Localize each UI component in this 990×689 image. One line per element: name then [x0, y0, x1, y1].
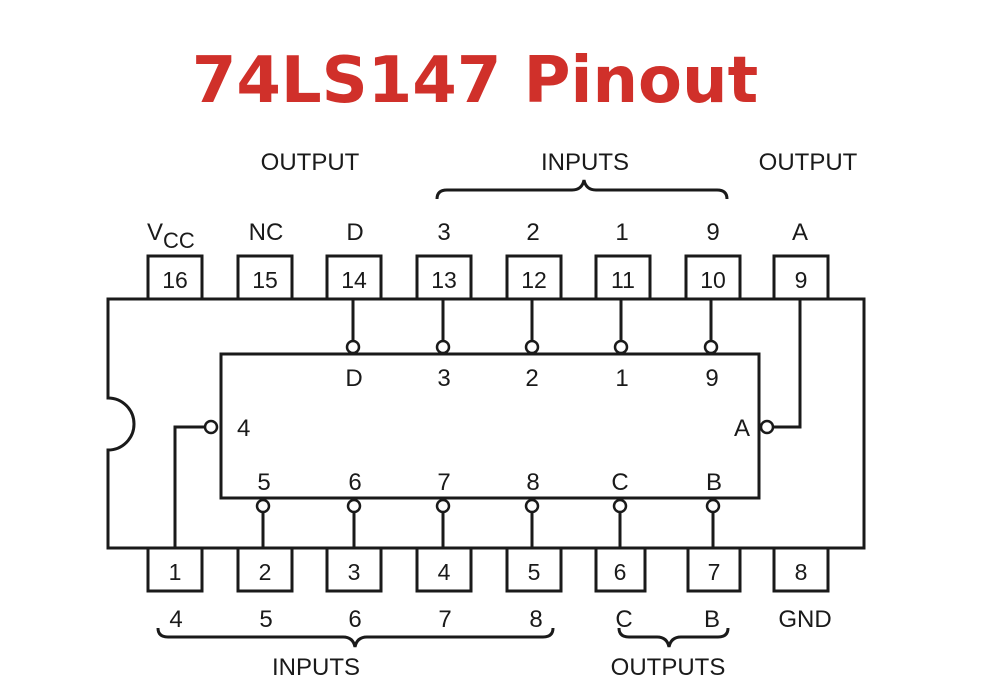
inner-label-6: 6 — [348, 469, 361, 496]
inner-label-b: B — [706, 469, 722, 496]
pin-10: 10 — [684, 254, 742, 301]
bottom-inputs-brace — [156, 627, 555, 648]
pin-1-label: 4 — [169, 606, 182, 633]
pin-1-lead — [173, 425, 204, 548]
bottom-inputs-label: INPUTS — [272, 654, 360, 681]
pin-14: 14 — [325, 254, 383, 301]
pin-12-label: 2 — [526, 219, 539, 246]
pin-8-label: GND — [778, 606, 831, 633]
pin-6: 6 — [594, 546, 647, 593]
pin-13-bubble — [435, 339, 451, 355]
pin-number: 6 — [614, 559, 627, 585]
pin-number: 8 — [795, 559, 808, 585]
pin-number: 14 — [341, 267, 367, 293]
pin-2-bubble — [255, 498, 271, 514]
pin-1: 1 — [146, 546, 204, 593]
pin-11-bubble — [613, 339, 629, 355]
pin-9-lead — [773, 299, 802, 429]
pin-number: 7 — [708, 559, 721, 585]
pin-9: 9 — [772, 254, 830, 301]
pin-7-label: B — [704, 606, 720, 633]
pin-7: 7 — [686, 546, 742, 593]
pin-number: 1 — [169, 559, 182, 585]
pin-number: 11 — [611, 267, 635, 293]
pin-6-bubble — [612, 498, 628, 514]
pin-3-bubble — [346, 498, 362, 514]
top-inputs-brace — [435, 179, 729, 200]
pin-number: 2 — [259, 559, 272, 585]
pin-15: 15 — [236, 254, 294, 301]
pin-number: 15 — [252, 267, 278, 293]
pin-9-label: A — [792, 219, 808, 246]
pin-2-label: 5 — [259, 606, 272, 633]
inner-label-1: 1 — [615, 365, 628, 392]
pin-12-bubble — [524, 339, 540, 355]
pin-8: 8 — [772, 546, 830, 593]
pin-13-label: 3 — [437, 219, 450, 246]
pin-number: 16 — [162, 267, 188, 293]
pin-number: 5 — [528, 559, 541, 585]
inner-label-4: 4 — [237, 415, 250, 442]
pin-number: 4 — [438, 559, 451, 585]
top-output-right-label: OUTPUT — [759, 149, 858, 176]
inner-label-5: 5 — [257, 469, 270, 496]
pin-number: 12 — [521, 267, 547, 293]
inner-label-a: A — [734, 415, 750, 442]
pin-5-label: 8 — [529, 606, 542, 633]
pin-4-bubble — [435, 498, 451, 514]
bottom-outputs-brace — [617, 627, 730, 648]
chip-package — [106, 297, 866, 550]
pin-14-bubble — [345, 339, 361, 355]
vcc-label: VCC — [147, 219, 195, 253]
pin-16: 16 — [146, 254, 204, 301]
pin-1-bubble — [203, 419, 219, 435]
pin-6-label: C — [615, 606, 632, 633]
inner-label-7: 7 — [437, 469, 450, 496]
pin-5-bubble — [524, 498, 540, 514]
inner-label-d: D — [345, 365, 362, 392]
inner-label-c: C — [611, 469, 628, 496]
pin-13: 13 — [415, 254, 473, 301]
pin-14-label: D — [346, 219, 363, 246]
pin-4: 4 — [415, 546, 473, 593]
pin-3: 3 — [325, 546, 383, 593]
pin-number: 3 — [348, 559, 361, 585]
top-inputs-label: INPUTS — [541, 149, 629, 176]
pin-11-label: 1 — [615, 219, 628, 246]
pin-12: 12 — [505, 254, 563, 301]
pin-number: 9 — [795, 267, 808, 293]
pin-3-label: 6 — [348, 606, 361, 633]
inner-label-9: 9 — [705, 365, 718, 392]
pin-10-label: 9 — [706, 219, 719, 246]
inner-label-3: 3 — [437, 365, 450, 392]
page-title: 74LS147 Pinout — [192, 44, 758, 118]
inner-label-2: 2 — [525, 365, 538, 392]
pin-2: 2 — [236, 546, 294, 593]
inner-label-8: 8 — [526, 469, 539, 496]
pin-11: 11 — [594, 254, 652, 301]
pin-number: 10 — [700, 267, 726, 293]
pin-7-bubble — [705, 498, 721, 514]
pin-5: 5 — [505, 546, 563, 593]
logic-block — [219, 352, 761, 500]
pin-number: 13 — [431, 267, 457, 293]
pin-4-label: 7 — [438, 606, 451, 633]
pin-10-bubble — [703, 339, 719, 355]
bottom-outputs-label: OUTPUTS — [611, 654, 726, 681]
top-output-left-label: OUTPUT — [261, 149, 360, 176]
pin-15-label: NC — [249, 219, 284, 246]
pin-9-bubble — [759, 419, 775, 435]
